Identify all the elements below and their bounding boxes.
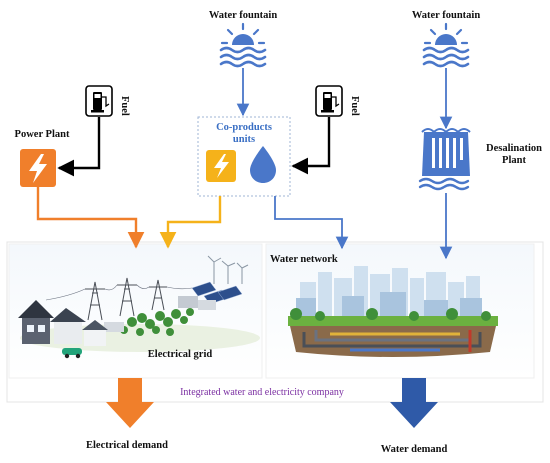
water-drop-icon: [250, 146, 276, 183]
power-plant-icon: [20, 149, 56, 187]
company-label: Integrated water and electricity company: [180, 387, 344, 398]
fuel-pump-icon-1: [85, 85, 113, 117]
water-fountain-2-label: Water fountain: [412, 10, 481, 21]
water-demand-label: Water demand: [381, 444, 448, 455]
arrow-powerplant-to-grid: [36, 187, 145, 249]
desalination-plant-icon: [418, 128, 471, 191]
desalination-label-line2: Plant: [502, 155, 526, 166]
arrow-coproducts-to-network: [274, 196, 349, 250]
electrical-grid-label: Electrical grid: [148, 349, 213, 360]
water-fountain-2-icon: [422, 22, 470, 68]
electrical-demand-label: Electrical demand: [86, 440, 168, 451]
arrow-fuel1-to-powerplant: [57, 117, 101, 177]
arrow-fuel2-to-coproducts: [291, 117, 331, 175]
water-fountain-1-icon: [219, 22, 267, 68]
water-network-label: Water network: [270, 254, 338, 265]
fuel-1-label: Fuel: [119, 96, 130, 116]
electrical-grid-illustration: [18, 255, 260, 359]
water-fountain-1-label: Water fountain: [209, 10, 278, 21]
coproducts-label-line2: units: [233, 134, 255, 145]
coproducts-label-line1: Co-products: [216, 122, 272, 133]
fuel-pump-icon-2: [315, 85, 343, 117]
arrow-coproducts-to-grid: [159, 196, 222, 249]
electrical-demand-arrow: [106, 378, 154, 428]
water-network-illustration: [288, 266, 498, 357]
water-demand-arrow: [390, 378, 438, 428]
company-frame: [6, 241, 544, 403]
coproducts-power-icon: [206, 150, 236, 182]
power-plant-label: Power Plant: [15, 129, 70, 140]
fuel-2-label: Fuel: [349, 96, 360, 116]
desalination-label-line1: Desalination: [486, 143, 542, 154]
